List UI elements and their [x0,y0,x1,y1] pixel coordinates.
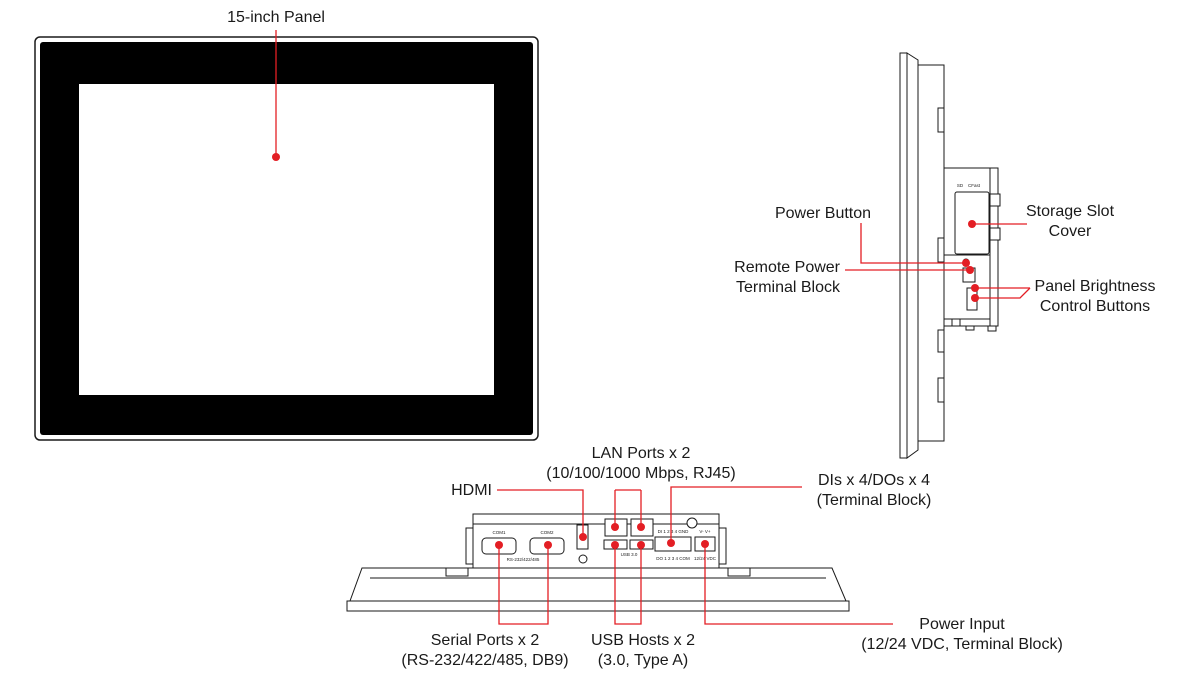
side-view [899,52,1001,459]
callout-hdmi-dot-1 [579,533,587,541]
callout-power-button-dot-1 [962,259,970,267]
callout-storage-slot-dot-1 [968,220,976,228]
callout-usb-line [614,545,642,625]
callout-serial-line [498,545,549,625]
front-panel-outer-frame [34,36,539,441]
label-remote-power-terminal-block: Remote Power Terminal Block [734,259,840,296]
callout-hdmi-line [497,489,584,537]
bottom-clip-left [445,567,469,577]
callout-panel-dot-1 [272,153,280,161]
side-foot-2 [965,325,975,331]
bottom-panel-body [349,567,847,602]
label-lan-ports: LAN Ports x 2 (10/100/1000 Mbps, RJ45) [546,445,736,482]
side-front-face [899,52,908,459]
storage-cover-clip [989,193,1001,207]
label-dio: DIs x 4/DOs x 4 (Terminal Block) [816,472,932,509]
callout-serial-dot-2 [544,541,552,549]
callout-remote-power-dot-1 [966,266,974,274]
label-serial-ports: Serial Ports x 2 (RS-232/422/485, DB9) [401,632,569,669]
callout-lan-1-dot-1 [611,523,619,531]
callout-power-button-line [860,223,966,264]
serial-std-mark: RS-232/422/485 [507,557,540,562]
power-screw [686,517,698,529]
storage-cover-clip-2 [989,227,1001,241]
callout-brightness-2-line [975,287,1031,299]
callout-lan-2-dot-1 [637,523,645,531]
front-view [34,36,539,441]
callout-power-input-dot-1 [701,540,709,548]
com1-mark: COM1 [492,530,505,535]
ground-screw [578,554,588,564]
bottom-panel-rim [346,600,850,612]
callout-dio-dot-1 [667,539,675,547]
side-clip-bottom [937,377,945,403]
side-view-marks: SD CFast [957,183,981,188]
bottom-clip-right [727,567,751,577]
callout-lines [272,30,1031,625]
side-clip-mid-top [937,237,945,263]
side-panel-body [906,52,919,459]
storage-cfast-mark: CFast [968,183,981,188]
di-mark: DI 1 2 3 4 GND [658,529,690,534]
do-mark: DO 1 2 3 4 COM [656,556,690,561]
side-clip-mid-bottom [937,329,945,353]
label-15-inch-panel: 15-inch Panel [227,9,325,26]
bottom-box-tab-right [718,527,727,565]
label-power-input: Power Input (12/24 VDC, Terminal Block) [861,616,1063,653]
label-storage-slot-cover: Storage Slot Cover [1025,203,1115,240]
label-hdmi: HDMI [451,482,492,499]
side-foot-3 [987,325,997,332]
bottom-view [346,513,850,612]
side-clip-top [937,107,945,133]
callout-brightness-2-dot-1 [971,294,979,302]
label-usb-hosts: USB Hosts x 2 (3.0, Type A) [590,632,696,669]
callout-dio-line [670,486,802,543]
callout-brightness-1-dot-1 [971,284,979,292]
side-foot-1 [951,318,961,327]
power-pins-mark: V- V+ [699,529,711,534]
callout-usb-dot-2 [637,541,645,549]
callout-usb-dot-1 [611,541,619,549]
label-panel-brightness-buttons: Panel Brightness Control Buttons [1034,278,1156,315]
callout-power-input-line [704,544,893,625]
front-panel-screen [79,84,494,395]
bottom-box-tab-left [465,527,474,565]
storage-sd-mark: SD [957,183,964,188]
com2-mark: COM2 [540,530,553,535]
label-power-button: Power Button [774,205,872,222]
callout-serial-dot-1 [495,541,503,549]
usb-mark: USB 3.0 [621,552,638,557]
